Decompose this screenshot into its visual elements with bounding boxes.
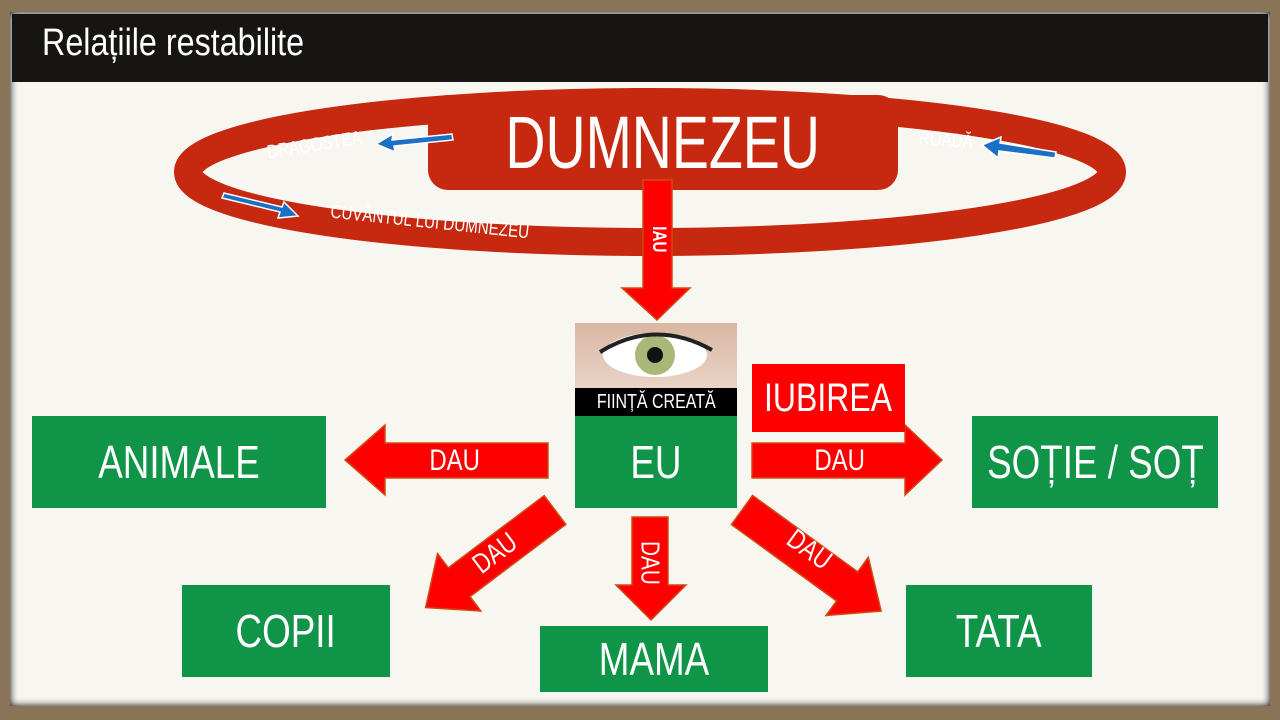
title-bar — [12, 14, 1268, 82]
give-arrow-right — [751, 423, 944, 497]
children-box: COPII — [182, 585, 390, 677]
self-caption: FIINȚĂ CREATĂ — [596, 390, 716, 413]
blue-arrow-icon — [980, 135, 1057, 160]
blue-arrow-icon — [374, 132, 454, 154]
give-arrow-left — [343, 423, 549, 497]
give-label-left: DAU — [429, 443, 481, 477]
love-label: IUBIREA — [764, 375, 893, 420]
take-label: IAU — [648, 225, 669, 253]
give-label-right: DAU — [814, 443, 866, 477]
god-box — [428, 95, 898, 190]
god-label: DUMNEZEU — [505, 101, 821, 184]
love-box — [752, 364, 905, 432]
take-arrow — [620, 179, 692, 322]
mother-box: MAMA — [540, 626, 768, 692]
give-label-down: DAU — [635, 540, 666, 585]
slide-title: Relațiile restabilite — [42, 22, 305, 64]
give-arrow-down-left — [424, 494, 567, 612]
self-box: EU — [575, 416, 737, 508]
blue-arrow-icon — [220, 192, 300, 219]
give-arrow-down — [614, 516, 688, 622]
give-arrow-down-right — [730, 494, 883, 617]
animals-box: ANIMALE — [32, 416, 326, 508]
father-box: TATA — [906, 585, 1092, 677]
spouse-box: SOȚIE / SOȚ — [972, 416, 1218, 508]
